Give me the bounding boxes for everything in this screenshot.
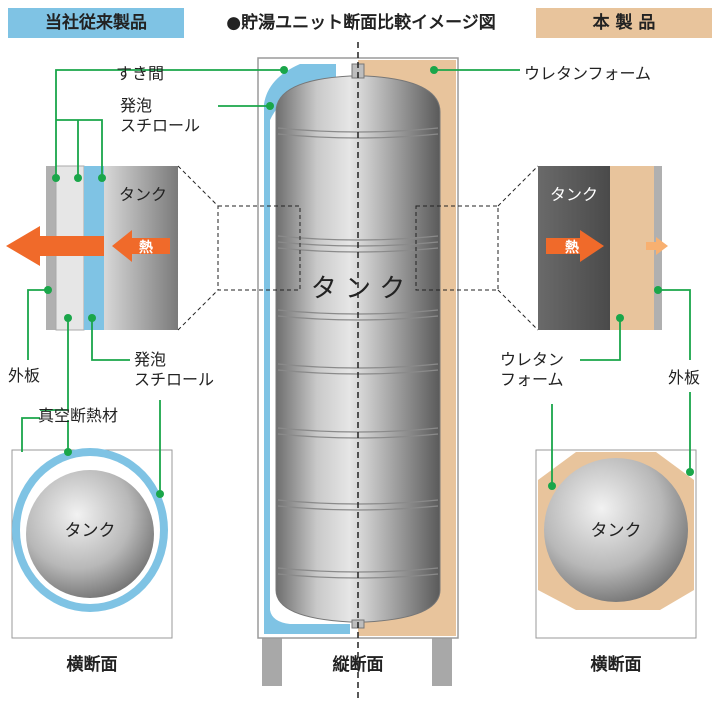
this-product-label: 本 製 品 [536, 8, 712, 38]
vertical-section: タ ン ク [217, 42, 499, 700]
urethane-right-label: ウレタン フォーム [500, 350, 565, 389]
right-cross-section: タンク [535, 449, 697, 639]
outer-plate-right-label: 外板 [668, 368, 701, 387]
tank-body [275, 75, 441, 623]
styrofoam-top-label: 発泡 スチロール [120, 96, 201, 135]
heat-arrow-left [112, 230, 170, 262]
left-cross-tank-label: タンク [65, 521, 116, 541]
left-detail-tank-label: タンク [119, 185, 167, 204]
heat-left-label: 熱 [139, 239, 153, 256]
left-cross-section: タンク [11, 448, 173, 639]
right-cross-tank-label: タンク [591, 521, 642, 541]
gap-label: すき間 [116, 64, 165, 83]
small-heat-arrow [646, 237, 668, 255]
tank-ribs [277, 127, 439, 579]
leader-dots [44, 66, 694, 498]
right-caption: 横断面 [590, 655, 642, 675]
left-cross-tank [26, 470, 154, 598]
right-detail-tank-label: タンク [550, 185, 598, 204]
vacuum-insulation-label: 真空断熱材 [38, 406, 119, 425]
center-caption: 縦断面 [332, 655, 384, 675]
right-cross-tank [544, 458, 688, 602]
left-caption: 横断面 [66, 655, 118, 675]
right-detail: タンク 熱 [497, 165, 668, 331]
zoom-box-right [415, 205, 499, 291]
styrofoam-bottom-label: 発泡 スチロール [134, 350, 215, 389]
heat-loss-arrow [6, 226, 104, 266]
leader-lines [21, 69, 691, 494]
urethane-top-label: ウレタンフォーム [524, 64, 652, 83]
outer-plate-left-label: 外板 [8, 366, 41, 385]
heat-arrow-right [546, 230, 604, 262]
conventional-product-label: 当社従来製品 [8, 8, 184, 38]
left-detail: タンク 熱 [6, 165, 219, 331]
diagram-title: ●貯湯ユニット断面比較イメージ図 [226, 13, 496, 33]
right-leg [432, 638, 452, 686]
left-leg [262, 638, 282, 686]
center-tank-label: タ ン ク [311, 274, 406, 304]
heat-right-label: 熱 [565, 239, 579, 256]
zoom-box-left [217, 205, 301, 291]
